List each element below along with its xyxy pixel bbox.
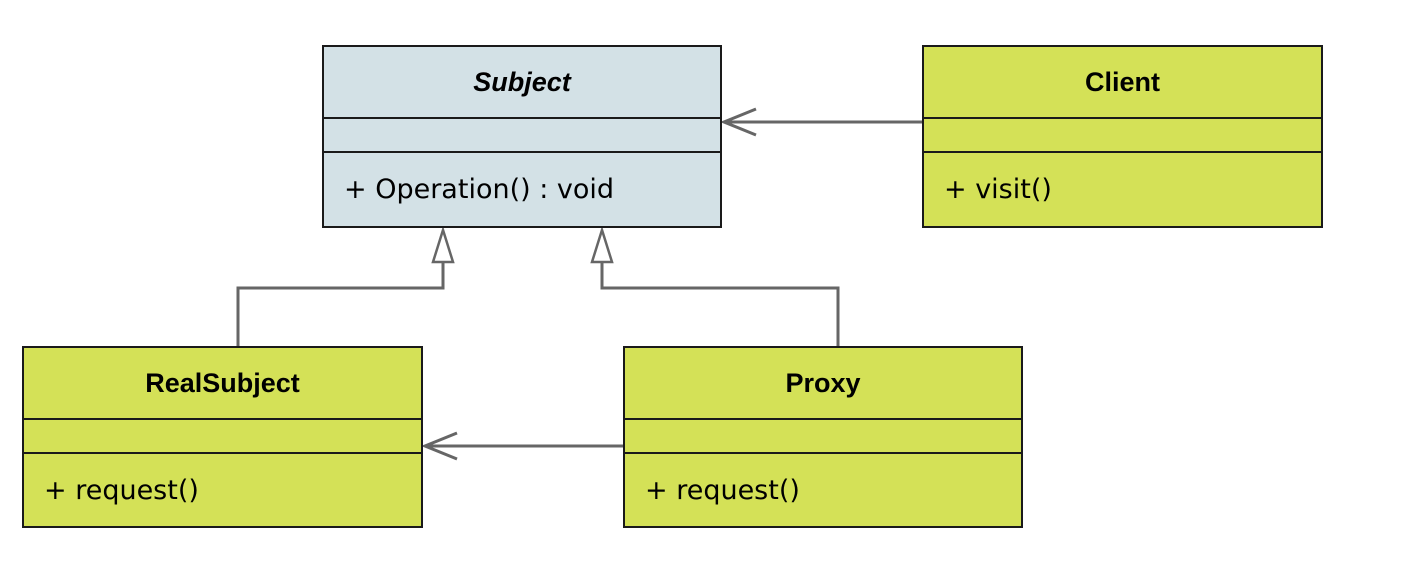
class-subject: Subject + Operation() : void xyxy=(322,45,722,228)
association-client-subject xyxy=(720,107,922,137)
operation-client: + visit() xyxy=(944,173,1052,205)
attributes-compartment-realsubject xyxy=(24,420,421,454)
generalization-realsubject-subject xyxy=(236,225,455,346)
class-name-realsubject: RealSubject xyxy=(24,348,421,420)
class-name-proxy: Proxy xyxy=(625,348,1021,420)
operation-subject: + Operation() : void xyxy=(344,173,615,205)
class-name-client: Client xyxy=(924,47,1321,119)
operation-proxy: + request() xyxy=(645,474,800,506)
association-proxy-realsubject xyxy=(421,431,623,461)
operation-realsubject: + request() xyxy=(44,474,199,506)
generalization-proxy-subject xyxy=(590,225,840,346)
class-client: Client + visit() xyxy=(922,45,1323,228)
attributes-compartment-proxy xyxy=(625,420,1021,454)
class-realsubject: RealSubject + request() xyxy=(22,346,423,528)
class-proxy: Proxy + request() xyxy=(623,346,1023,528)
attributes-compartment-client xyxy=(924,119,1321,153)
attributes-compartment-subject xyxy=(324,119,720,153)
class-name-subject: Subject xyxy=(324,47,720,119)
